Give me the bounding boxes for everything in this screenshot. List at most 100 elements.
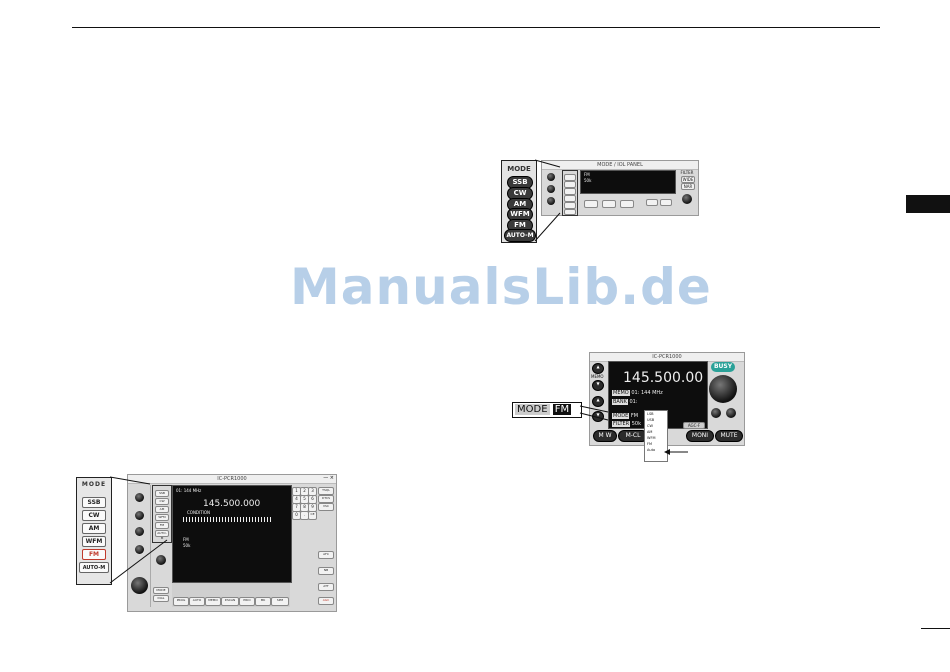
filter-tag: FILTER — [612, 421, 631, 427]
full-mode: FM — [183, 537, 189, 542]
mini-mode-button[interactable]: FM — [155, 522, 169, 529]
mini-mode-button[interactable]: AM — [155, 506, 169, 513]
busy-indicator: BUSY — [711, 362, 735, 372]
nar-button[interactable]: NAR — [681, 183, 695, 190]
mode-cw-button[interactable]: CW — [82, 510, 106, 521]
mode-auto-m-button[interactable]: AUTO-M — [79, 562, 109, 573]
panel-button[interactable] — [646, 199, 658, 206]
small-knob-icon[interactable] — [726, 408, 736, 418]
mini-mode-button[interactable] — [564, 202, 576, 209]
panel-button[interactable] — [584, 200, 598, 208]
tsql-button[interactable]: TSQL — [318, 487, 334, 495]
wide-button[interactable]: WIDE — [681, 176, 695, 183]
prio-button[interactable]: PRIO — [239, 597, 255, 606]
mode-callout-bottom: MODE SSB CW AM WFM FM AUTO-M — [76, 477, 112, 585]
full-filter: 50k — [183, 543, 191, 548]
main-dial-icon[interactable] — [709, 375, 737, 403]
dropdown-option[interactable]: LSB — [647, 412, 654, 416]
att-button[interactable]: ATT — [318, 583, 334, 591]
mk-button[interactable]: MK — [255, 597, 271, 606]
transport-bar: PROG AUTO MEMO P.SCAN PRIO MK SPM — [172, 583, 290, 607]
mode-column — [562, 170, 578, 216]
keypad-key[interactable]: CE — [308, 511, 317, 520]
mini-mode-button[interactable] — [564, 209, 576, 215]
knob-icon[interactable] — [682, 194, 692, 204]
callout-mode-tag: MODE — [515, 404, 550, 415]
memo-down-icon[interactable]: ▼ — [592, 380, 604, 391]
nb-button[interactable]: NB — [318, 567, 334, 575]
full-frequency: 145.500.000 — [203, 499, 261, 509]
mute-button[interactable]: MUTE — [715, 430, 743, 442]
memo-up-icon[interactable]: ▲ — [592, 363, 604, 374]
mini-mode-button[interactable]: CW — [155, 498, 169, 505]
mode-fm-button[interactable]: FM — [82, 549, 106, 560]
spm-button[interactable]: SPM — [271, 597, 289, 606]
dropdown-option[interactable]: FM — [647, 442, 653, 446]
page-number-rule — [921, 628, 950, 629]
compact-panel: IC-PCR1000 ▲ MEMO ▼ ▲ ▼ 145.500.00 MEMO … — [589, 352, 745, 446]
filter-label: FILTER — [680, 170, 694, 175]
dropdown-option[interactable]: USB — [647, 418, 655, 422]
dial-small-button[interactable]: DIAL — [153, 595, 169, 602]
dropdown-option[interactable]: Auto — [647, 448, 656, 452]
chapter-tab — [906, 195, 950, 213]
pscan-button[interactable]: P.SCAN — [221, 597, 239, 606]
prog-button[interactable]: PROG — [173, 597, 189, 606]
full-panel: IC-PCR1000 — × SSB CW AM WFM FM AUTO-M M… — [127, 474, 337, 612]
mode-dropdown[interactable]: LSB USB CW AM WFM FM Auto — [644, 410, 668, 462]
auto-button[interactable]: AUTO — [189, 597, 205, 606]
moni-button[interactable]: MONI — [686, 430, 714, 442]
mini-mode-button[interactable] — [564, 174, 576, 181]
header-rule — [72, 27, 880, 28]
compact-filter-row: FILTER 50k — [612, 421, 641, 427]
mw-button[interactable]: M W — [593, 430, 617, 442]
mode-am-button[interactable]: AM — [82, 523, 106, 534]
main-dial-icon[interactable] — [131, 577, 148, 594]
mode-wfm-button[interactable]: WFM — [507, 208, 533, 221]
knob-icon[interactable] — [547, 185, 555, 193]
watermark: ManualsLib.de — [290, 258, 712, 316]
knob-icon[interactable] — [135, 545, 144, 554]
dropdown-option[interactable]: AM — [647, 430, 653, 434]
mode-auto-m-button[interactable]: AUTO-M — [504, 229, 536, 242]
mode-ssb-button[interactable]: SSB — [82, 497, 106, 508]
bank-up-icon[interactable]: ▲ — [592, 396, 604, 407]
dtcs-button[interactable]: DTCS — [318, 495, 334, 503]
dropdown-option[interactable]: WFM — [647, 436, 656, 440]
mini-mode-button[interactable] — [564, 188, 576, 195]
panel-button[interactable] — [620, 200, 634, 208]
agc-button[interactable]: AGC — [318, 597, 334, 605]
mode-small-button[interactable]: MODE — [153, 587, 169, 594]
knob-icon[interactable] — [156, 555, 166, 565]
panel-button[interactable] — [602, 200, 616, 208]
dropdown-option[interactable]: CW — [647, 424, 653, 428]
knob-icon[interactable] — [135, 511, 144, 520]
mode-wfm-button[interactable]: WFM — [82, 536, 106, 547]
mini-mode-button[interactable]: WFM — [155, 514, 169, 521]
mode-callout-label: MODE — [507, 165, 531, 173]
full-memo: 01: 144 MHz — [176, 488, 202, 493]
vsc-button[interactable]: VSC — [318, 503, 334, 511]
agc-badge: AGC-F — [683, 422, 705, 429]
connector-line — [109, 476, 151, 485]
full-lcd: 01: 144 MHz 145.500.000 CONDITION FM 50k — [172, 485, 292, 583]
knob-icon[interactable] — [547, 197, 555, 205]
lcd-filter-value: 50k — [584, 178, 592, 183]
mini-mode-button[interactable]: AUTO-M — [155, 530, 169, 540]
knob-icon[interactable] — [135, 493, 144, 502]
panel-button[interactable] — [660, 199, 672, 206]
knob-icon[interactable] — [135, 527, 144, 536]
memo-tag: MEMO — [612, 390, 630, 396]
afc-button[interactable]: AFC — [318, 551, 334, 559]
memo-button[interactable]: MEMO — [205, 597, 221, 606]
small-knob-icon[interactable] — [711, 408, 721, 418]
compact-memo-row: MEMO 01: 144 MHz — [612, 390, 663, 396]
mini-mode-button[interactable] — [564, 195, 576, 202]
mini-mode-button[interactable]: SSB — [155, 490, 169, 497]
mode-iol-panel-title: MODE / IOL PANEL — [542, 161, 698, 170]
mode-value: FM — [630, 413, 639, 419]
knob-icon[interactable] — [547, 173, 555, 181]
full-panel-close-icon[interactable]: — × — [323, 475, 334, 481]
mini-mode-button[interactable] — [564, 181, 576, 188]
